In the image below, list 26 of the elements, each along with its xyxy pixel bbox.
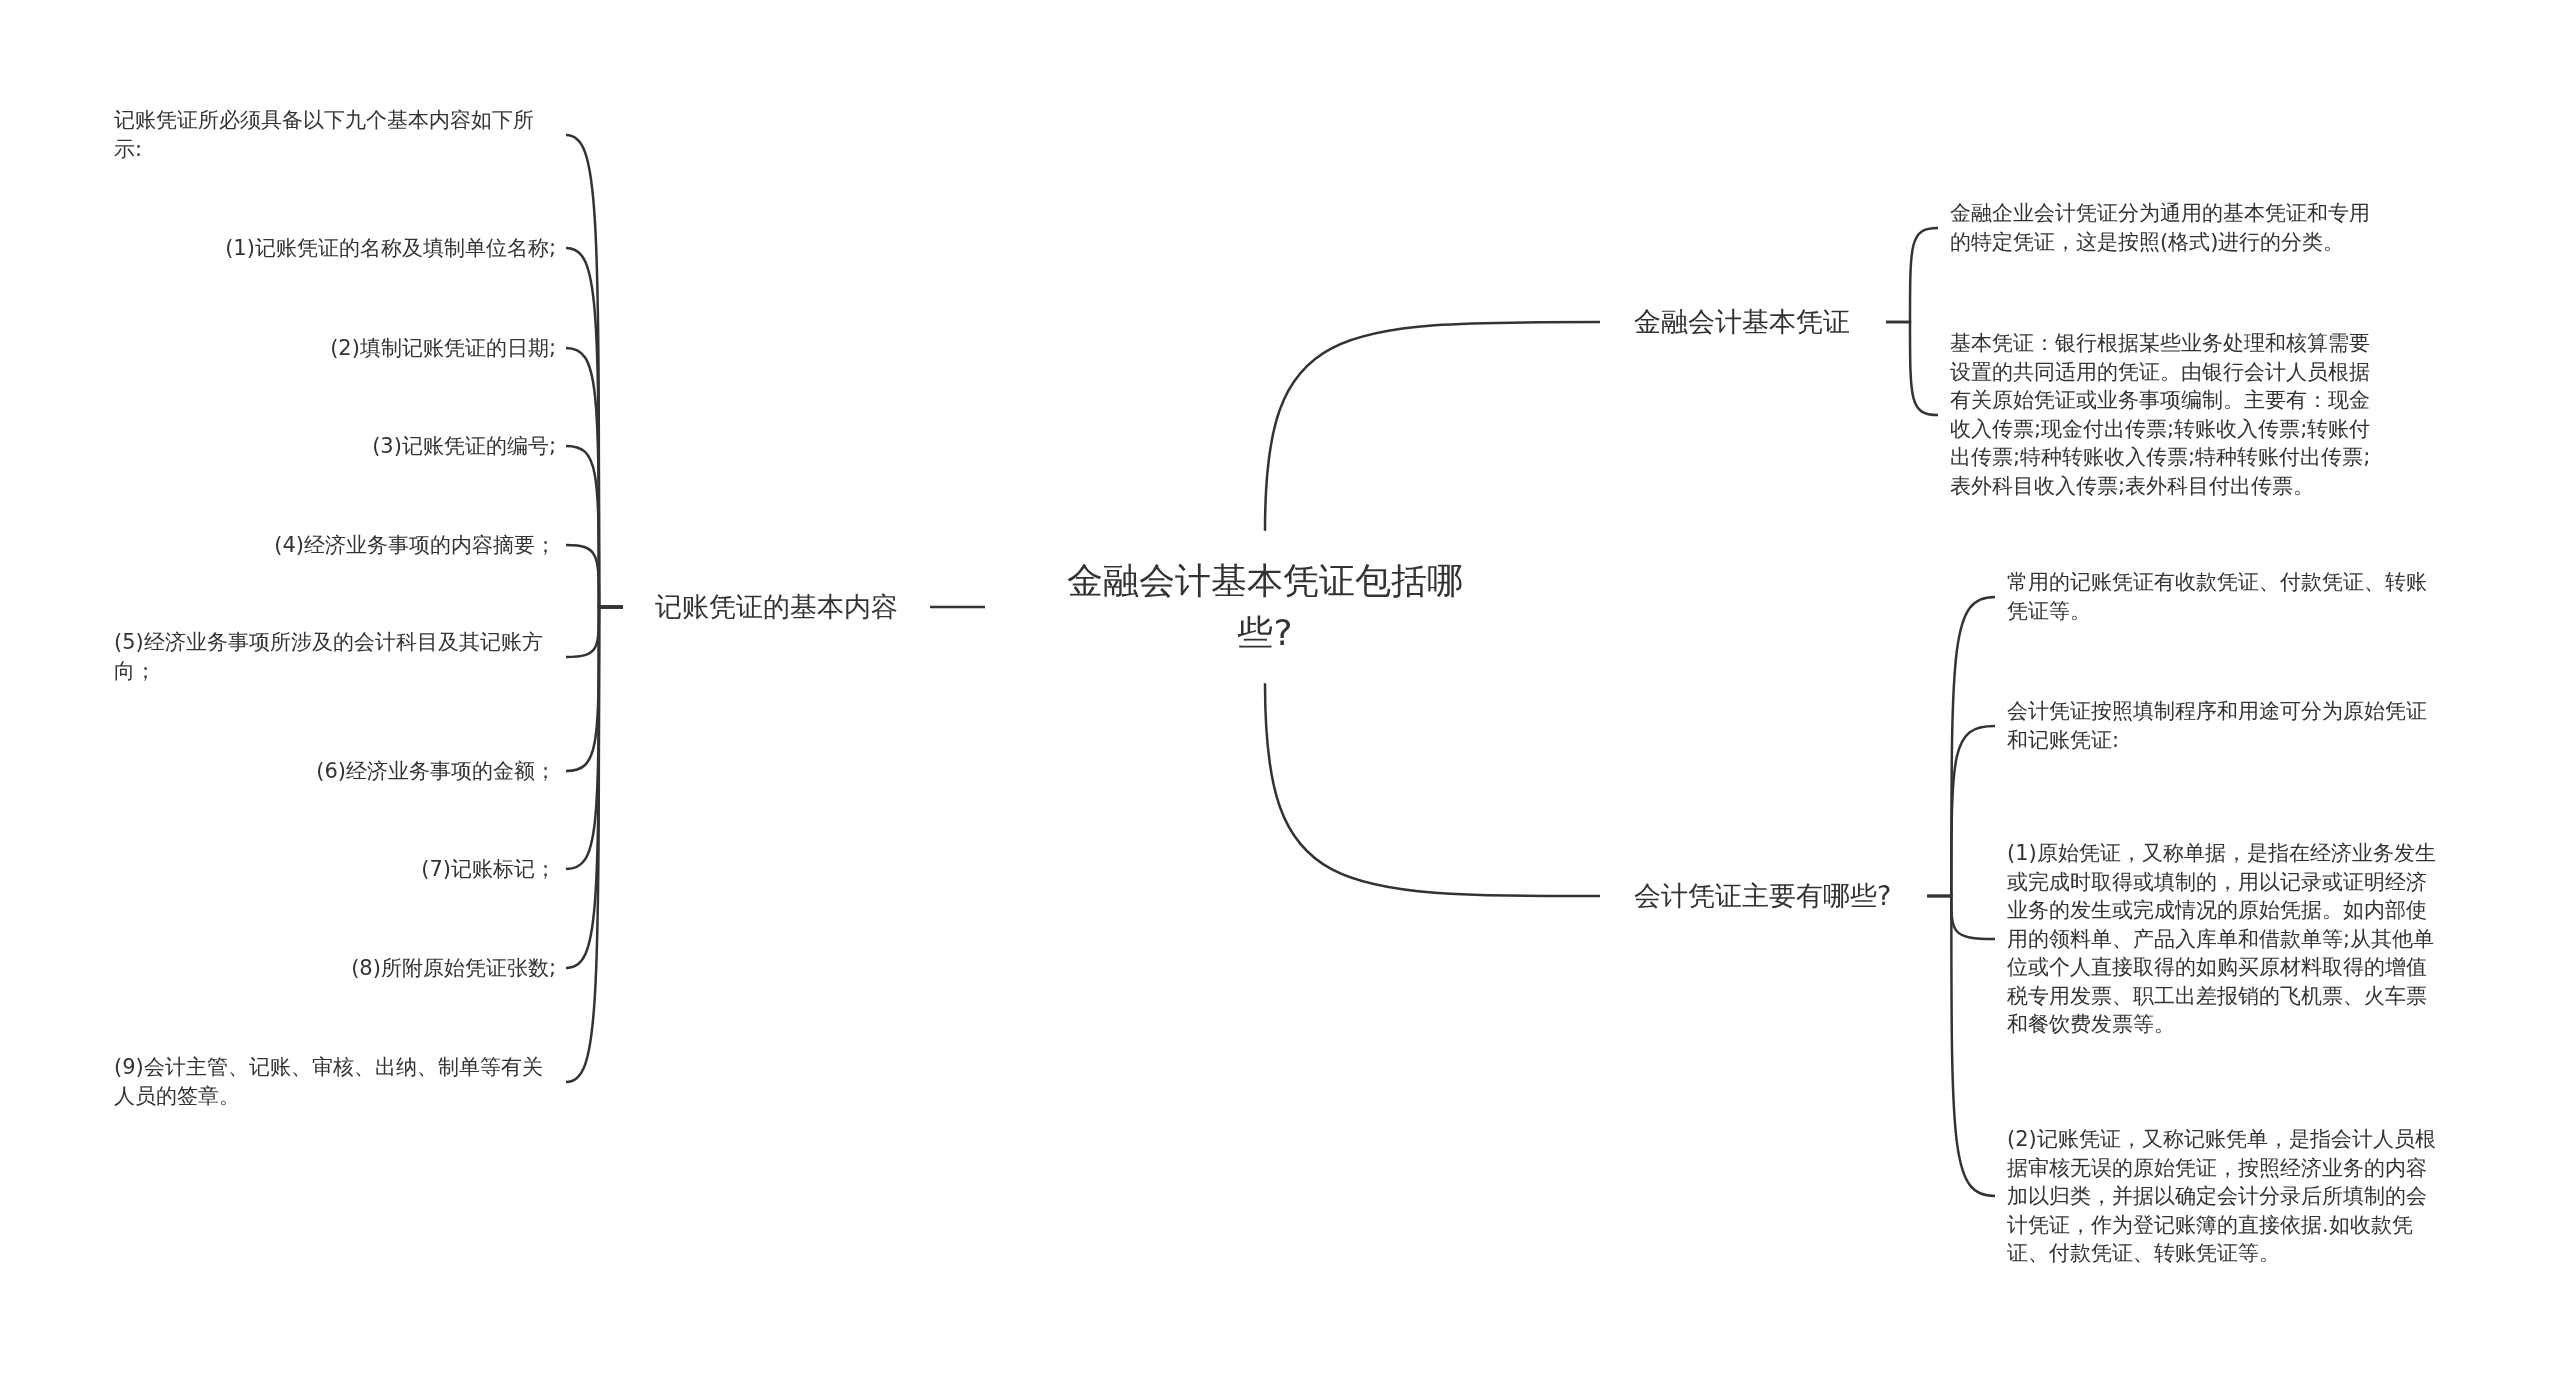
connector-line (1927, 894, 1996, 1198)
leaf-text: 会计凭证按照填制程序和用途可分为原始凭证和记账凭证: (1995, 697, 2447, 755)
leaf-text: (7)记账标记； (421, 854, 566, 884)
leaf-text: (1)记账凭证的名称及填制单位名称; (225, 233, 566, 263)
branch-topic: 记账凭证的基本内容 (623, 584, 930, 630)
branch-topic: 会计凭证主要有哪些? (1600, 873, 1928, 919)
leaf-text: (9)会计主管、记账、审核、出纳、制单等有关人员的签章。 (114, 1053, 566, 1111)
leaf-text: 基本凭证：银行根据某些业务处理和核算需要设置的共同适用的凭证。由银行会计人员根据有关原始凭证或业务事项编制。主要有：现金收入传票;现金付出传票;转账收入传票;转账付出传票;特种转账收入传票;特种转账付出传票;表外科目收入传票;表外科目付出传票。 (1938, 329, 2390, 501)
connector-line (1886, 320, 1939, 417)
leaf-text: (8)所附原始凭证张数; (351, 953, 566, 983)
connector-line (565, 605, 623, 1084)
leaf-text: (2)记账凭证，又称记账凭单，是指会计人员根据审核无误的原始凭证，按照经济业务的内容加以归类，并据以确定会计分录后所填制的会计凭证，作为登记账簿的直接依据.如收款凭证、付款凭证、转账凭证等。 (1995, 1124, 2447, 1268)
leaf-text: (5)经济业务事项所涉及的会计科目及其记账方向； (114, 628, 566, 686)
connector-line (1263, 683, 1600, 898)
leaf-text: (2)填制记账凭证的日期; (330, 333, 566, 363)
leaf-text: 记账凭证所必须具备以下九个基本内容如下所示: (114, 106, 566, 164)
leaf-text: (3)记账凭证的编号; (372, 431, 566, 461)
leaf-text: (1)原始凭证，又称单据，是指在经济业务发生或完成时取得或填制的，用以记录或证明经济业务的发生或完成情况的原始凭据。如内部使用的领料单、产品入库单和借款单等;从其他单位或个人直接取得的如购买原材料取得的增值税专用发票、职工出差报销的飞机票、火车票和餐饮费发票等。 (1995, 839, 2447, 1039)
leaf-text: 金融企业会计凭证分为通用的基本凭证和专用的特定凭证，这是按照(格式)进行的分类。 (1938, 199, 2390, 257)
central-topic: 金融会计基本凭证包括哪些? (985, 530, 1545, 684)
connector-line (930, 605, 985, 609)
branch-topic: 金融会计基本凭证 (1600, 299, 1886, 345)
leaf-text: (6)经济业务事项的金额； (316, 756, 566, 786)
leaf-text: 常用的记账凭证有收款凭证、付款凭证、转账凭证等。 (1995, 568, 2447, 626)
leaf-text: (4)经济业务事项的内容摘要； (274, 530, 566, 560)
connector-line (1263, 320, 1600, 531)
